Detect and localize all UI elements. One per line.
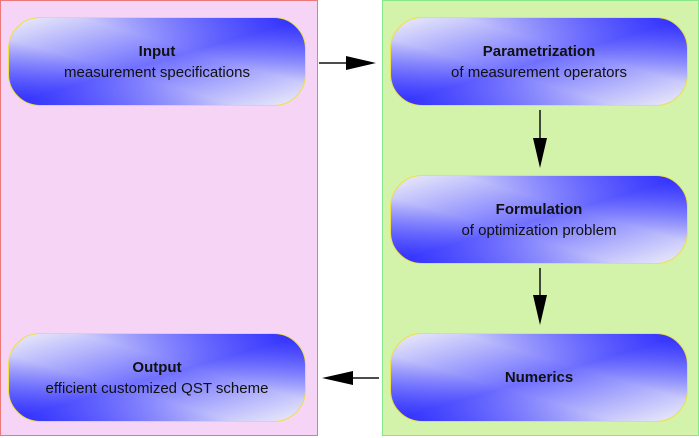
arrow-formulation-to-numerics [533, 268, 547, 325]
parametrization-box: Parametrization of measurement operators [390, 17, 688, 106]
input-title: Input [138, 42, 176, 60]
arrow-parametrization-to-formulation [533, 110, 547, 168]
parametrization-subtitle: of measurement operators [451, 63, 627, 81]
output-title: Output [132, 358, 182, 376]
formulation-subtitle: of optimization problem [461, 221, 617, 239]
input-box: Input measurement specifications [8, 17, 306, 106]
numerics-box: Numerics [390, 333, 688, 422]
parametrization-title: Parametrization [482, 42, 596, 60]
input-subtitle: measurement specifications [64, 63, 250, 81]
output-subtitle: efficient customized QST scheme [45, 379, 269, 397]
arrow-numerics-to-output [322, 371, 379, 385]
numerics-title: Numerics [504, 369, 574, 386]
formulation-title: Formulation [495, 200, 583, 218]
arrow-input-to-parametrization [319, 56, 376, 70]
formulation-box: Formulation of optimization problem [390, 175, 688, 264]
output-box: Output efficient customized QST scheme [8, 333, 306, 422]
